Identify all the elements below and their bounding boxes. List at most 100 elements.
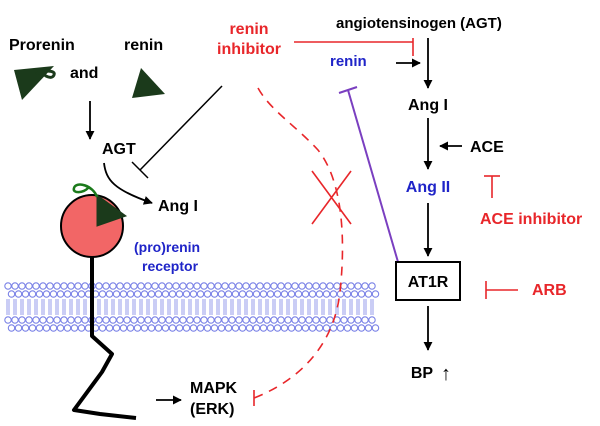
lipid-head xyxy=(270,282,278,290)
lipid-head xyxy=(109,316,117,324)
lipid-head xyxy=(329,290,338,298)
renin-inhibitor-to-mapk-dashed xyxy=(253,87,344,399)
lipid-head xyxy=(53,316,61,324)
lipid-head xyxy=(305,316,313,324)
lipid-head xyxy=(203,290,212,298)
lipid-head xyxy=(221,316,229,324)
lipid-head xyxy=(144,316,152,324)
lipid-head xyxy=(56,290,65,298)
lipid-head xyxy=(105,324,114,332)
lipid-head xyxy=(172,282,180,290)
prorenin-receptor-label-1: (pro)renin xyxy=(134,239,200,255)
lipid-head xyxy=(98,290,107,298)
lipid-head xyxy=(74,316,82,324)
lipid-head xyxy=(18,282,26,290)
lipid-head xyxy=(238,290,247,298)
lipid-head xyxy=(140,324,149,332)
lipid-head xyxy=(322,290,331,298)
lipid-head xyxy=(95,282,103,290)
bp-up-arrow: ↑ xyxy=(441,363,451,385)
lipid-head xyxy=(263,316,271,324)
lipid-head xyxy=(161,290,170,298)
lipid-head xyxy=(249,316,257,324)
lipid-head xyxy=(277,282,285,290)
ang1-label-right: Ang I xyxy=(408,97,448,114)
lipid-head xyxy=(270,316,278,324)
lipid-head xyxy=(137,282,145,290)
lipid-head xyxy=(280,324,289,332)
lipid-head xyxy=(81,282,89,290)
bp-label: BP xyxy=(411,365,434,382)
lipid-head xyxy=(175,290,184,298)
lipid-head xyxy=(221,282,229,290)
prorenin-prosegment xyxy=(35,69,56,79)
agt-label-left: AGT xyxy=(102,141,136,158)
lipid-head xyxy=(371,324,380,332)
lipid-head xyxy=(277,316,285,324)
lipid-head xyxy=(284,282,292,290)
lipid-head xyxy=(116,316,124,324)
lipid-head xyxy=(200,316,208,324)
lipid-head xyxy=(291,316,299,324)
lipid-head xyxy=(4,282,12,290)
mapk-label-2: (ERK) xyxy=(190,401,234,418)
renin-triangle xyxy=(132,68,165,98)
lipid-head xyxy=(319,316,327,324)
lipid-head xyxy=(95,316,103,324)
lipid-head xyxy=(354,316,362,324)
lipid-head xyxy=(256,282,264,290)
mapk-label-1: MAPK xyxy=(190,380,238,397)
lipid-head xyxy=(350,324,359,332)
lipid-head xyxy=(21,290,30,298)
lipid-head xyxy=(151,316,159,324)
lipid-head xyxy=(130,316,138,324)
lipid-head xyxy=(284,316,292,324)
lipid-head xyxy=(28,324,37,332)
lipid-head xyxy=(42,290,51,298)
lipid-head xyxy=(336,290,345,298)
lipid-head xyxy=(231,290,240,298)
lipid-head xyxy=(42,324,51,332)
at1r-label: AT1R xyxy=(408,274,449,291)
lipid-head xyxy=(217,324,226,332)
lipid-head xyxy=(63,290,72,298)
lipid-head xyxy=(77,324,86,332)
lipid-head xyxy=(315,290,324,298)
lipid-head xyxy=(25,316,33,324)
prorenin-label: Prorenin xyxy=(9,37,75,54)
lipid-head xyxy=(130,282,138,290)
renin-inhibitor-label-2: inhibitor xyxy=(217,41,281,58)
lipid-head xyxy=(70,290,79,298)
lipid-head xyxy=(245,290,254,298)
lipid-head xyxy=(231,324,240,332)
bound-prosegment-loop xyxy=(72,183,99,198)
lipid-head xyxy=(60,282,68,290)
lipid-head xyxy=(32,282,40,290)
inhibition-line-left xyxy=(139,85,223,171)
lipid-head xyxy=(119,290,128,298)
lipid-head xyxy=(11,282,19,290)
lipid-head xyxy=(224,324,233,332)
lipid-head xyxy=(67,282,75,290)
lipid-head xyxy=(168,324,177,332)
lipid-head xyxy=(228,282,236,290)
lipid-head xyxy=(18,316,26,324)
lipid-head xyxy=(144,282,152,290)
lipid-head xyxy=(165,316,173,324)
lipid-head xyxy=(242,282,250,290)
lipid-head xyxy=(326,282,334,290)
lipid-head xyxy=(102,282,110,290)
lipid-head xyxy=(158,316,166,324)
bound-prorenin-triangle xyxy=(96,194,128,227)
lipid-head xyxy=(252,290,261,298)
lipid-head xyxy=(301,324,310,332)
lipid-head xyxy=(207,316,215,324)
lipid-head xyxy=(266,324,275,332)
lipid-head xyxy=(137,316,145,324)
lipid-head xyxy=(263,282,271,290)
lipid-head xyxy=(333,282,341,290)
receptor-transmembrane-tail xyxy=(72,255,137,420)
renin-label-left: renin xyxy=(124,37,163,54)
lipid-head xyxy=(63,324,72,332)
